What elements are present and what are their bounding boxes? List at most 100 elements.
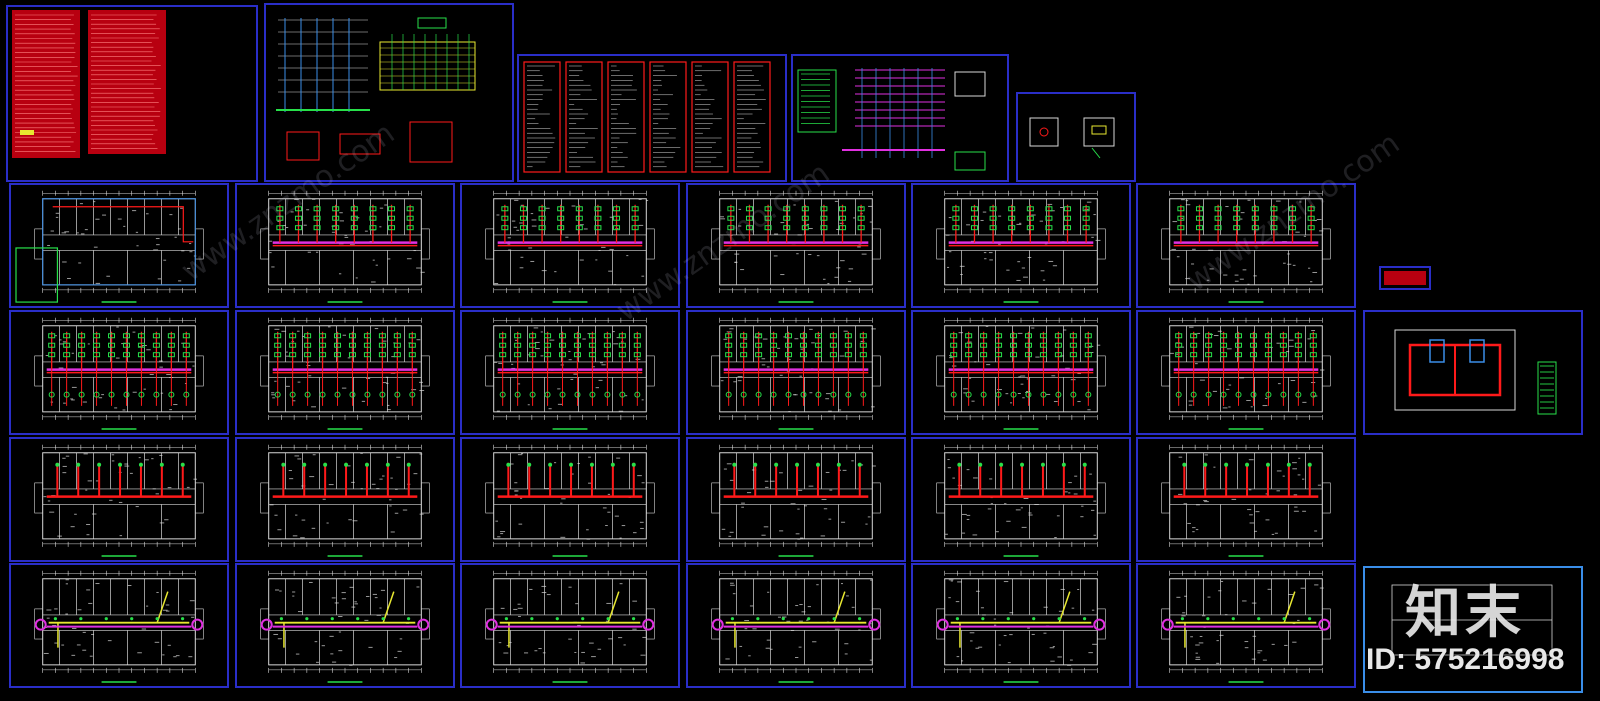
- green-device: [557, 206, 565, 212]
- green-device: [514, 342, 522, 348]
- green-device: [1195, 206, 1203, 212]
- green-device: [289, 352, 297, 358]
- green-device: [573, 352, 581, 358]
- green-device: [1008, 225, 1016, 231]
- sheet-frame: [460, 310, 680, 435]
- green-device: [801, 225, 809, 231]
- green-device: [369, 215, 377, 221]
- green-device: [529, 342, 537, 348]
- green-device: [1264, 342, 1272, 348]
- green-device: [575, 206, 583, 212]
- sheet-frame: [1136, 183, 1356, 308]
- green-device: [859, 342, 867, 348]
- green-device: [740, 352, 748, 358]
- green-device: [814, 352, 822, 358]
- green-device: [1214, 225, 1222, 231]
- green-device: [785, 352, 793, 358]
- green-device: [1026, 225, 1034, 231]
- green-device: [1010, 333, 1018, 339]
- green-device: [1069, 352, 1077, 358]
- green-device: [369, 206, 377, 212]
- green-device: [514, 333, 522, 339]
- green-device: [1190, 333, 1198, 339]
- green-device: [393, 342, 401, 348]
- green-device: [618, 342, 626, 348]
- green-device: [1224, 462, 1229, 467]
- green-device: [1289, 206, 1297, 212]
- sheet-frame: [235, 563, 455, 688]
- green-device: [978, 462, 983, 467]
- legend-box: [15, 247, 59, 303]
- green-device: [764, 215, 772, 221]
- green-device: [93, 342, 101, 348]
- green-device: [1026, 206, 1034, 212]
- sheet-floor-plan-r1-c4: [686, 183, 906, 308]
- green-device: [332, 206, 340, 212]
- green-device: [727, 206, 735, 212]
- green-device: [1039, 333, 1047, 339]
- green-device: [48, 333, 56, 339]
- green-device: [289, 333, 297, 339]
- sheet-floor-plan-r4-c3: [460, 563, 680, 688]
- green-device: [276, 225, 284, 231]
- green-device: [740, 342, 748, 348]
- green-device: [332, 225, 340, 231]
- green-device: [727, 225, 735, 231]
- schedule-table: [649, 61, 687, 173]
- green-device: [575, 215, 583, 221]
- green-device: [334, 342, 342, 348]
- green-device: [1249, 342, 1257, 348]
- green-device: [1235, 352, 1243, 358]
- green-device: [965, 333, 973, 339]
- green-device: [499, 352, 507, 358]
- green-device: [122, 333, 130, 339]
- sheet-frame: [911, 310, 1131, 435]
- green-device: [594, 206, 602, 212]
- green-device: [995, 352, 1003, 358]
- riser-table: [379, 41, 476, 91]
- sheet-floor-plan-r2-c6: [1136, 310, 1356, 435]
- green-device: [1286, 462, 1291, 467]
- sheet-floor-plan-r1-c2: [235, 183, 455, 308]
- green-device: [1279, 342, 1287, 348]
- green-device: [965, 352, 973, 358]
- green-device: [529, 352, 537, 358]
- green-device: [814, 342, 822, 348]
- stamp-fill: [1384, 271, 1426, 285]
- green-device: [294, 215, 302, 221]
- green-device: [182, 352, 190, 358]
- green-device: [1264, 333, 1272, 339]
- green-device: [514, 352, 522, 358]
- green-device: [1054, 333, 1062, 339]
- sheet-frame: [791, 54, 1009, 182]
- sheet-basement-plan: [1363, 566, 1583, 693]
- sheet-floor-plan-r4-c6: [1136, 563, 1356, 688]
- stamp-frame: [1379, 266, 1431, 290]
- green-device: [633, 333, 641, 339]
- green-device: [727, 215, 735, 221]
- green-device: [363, 352, 371, 358]
- green-device: [740, 333, 748, 339]
- sheet-frame: [911, 563, 1131, 688]
- green-device: [559, 333, 567, 339]
- green-device: [274, 342, 282, 348]
- green-device: [725, 352, 733, 358]
- green-device: [1064, 206, 1072, 212]
- green-device: [980, 342, 988, 348]
- green-device: [1008, 206, 1016, 212]
- green-device: [408, 333, 416, 339]
- green-device: [1289, 215, 1297, 221]
- sheet-frame: [1363, 310, 1583, 435]
- sheet-frame: [9, 310, 229, 435]
- sheet-floor-plan-r2-c1: [9, 310, 229, 435]
- green-device: [618, 333, 626, 339]
- green-device: [1294, 352, 1302, 358]
- green-device: [799, 333, 807, 339]
- green-device: [610, 462, 615, 467]
- green-device: [1249, 352, 1257, 358]
- green-device: [1084, 352, 1092, 358]
- sheet-floor-plan-r4-c4: [686, 563, 906, 688]
- green-device: [950, 333, 958, 339]
- schedule-table: [607, 61, 645, 173]
- green-device: [950, 352, 958, 358]
